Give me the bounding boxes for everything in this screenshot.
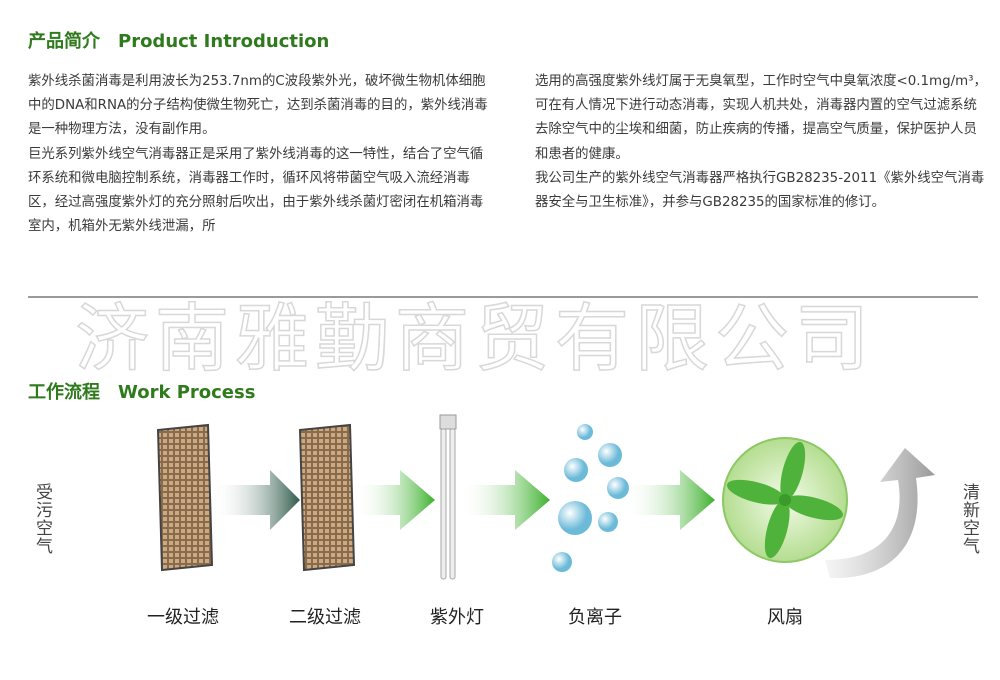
outflow-arrow-icon [825,448,935,579]
intro-paragraph: 我公司生产的紫外线空气消毒器严格执行GB28235-2011《紫外线空气消毒器安… [535,170,985,211]
arrow-icon [460,470,550,530]
arrow-icon [625,470,715,530]
input-air-label: 受污空气 [32,483,52,555]
intro-paragraph: 巨光系列紫外线空气消毒器正是采用了紫外线消毒的这一特性，结合了空气循环系统和微电… [28,146,484,235]
process-title-en: Work Process [118,382,256,403]
arrow-icon [212,470,300,530]
primary-filter-icon [156,423,214,572]
output-air-label: 清新空气 [959,483,979,555]
intro-left-column: 紫外线杀菌消毒是利用波长为253.7nm的C波段紫外光，破坏微生物机体细胞中的D… [28,70,488,239]
process-title-cn: 工作流程 [28,382,100,403]
watermark: 济南雅勤商贸有限公司 [74,296,875,382]
fan-icon [722,437,848,563]
intro-paragraph: 紫外线杀菌消毒是利用波长为253.7nm的C波段紫外光，破坏微生物机体细胞中的D… [28,74,488,138]
intro-title-en: Product Introduction [118,31,330,52]
step-label-primary-filter: 一级过滤 [147,607,219,628]
intro-heading: 产品简介 Product Introduction [28,31,329,53]
intro-right-column: 选用的高强度紫外线灯属于无臭氧型，工作时空气中臭氧浓度<0.1mg/m³，可在有… [535,70,990,215]
step-label-negative-ion: 负离子 [568,607,622,628]
section-divider [28,296,978,298]
step-label-secondary-filter: 二级过滤 [289,607,361,628]
process-heading: 工作流程 Work Process [28,382,255,404]
negative-ion-bubbles-icon [552,424,629,572]
uv-lamp-icon [439,414,457,580]
intro-paragraph: 选用的高强度紫外线灯属于无臭氧型，工作时空气中臭氧浓度<0.1mg/m³，可在有… [535,74,987,162]
secondary-filter-icon [298,423,356,572]
step-label-fan: 风扇 [767,607,803,628]
intro-title-cn: 产品简介 [28,31,100,52]
arrow-icon [355,470,435,530]
step-label-uv-lamp: 紫外灯 [430,607,484,628]
